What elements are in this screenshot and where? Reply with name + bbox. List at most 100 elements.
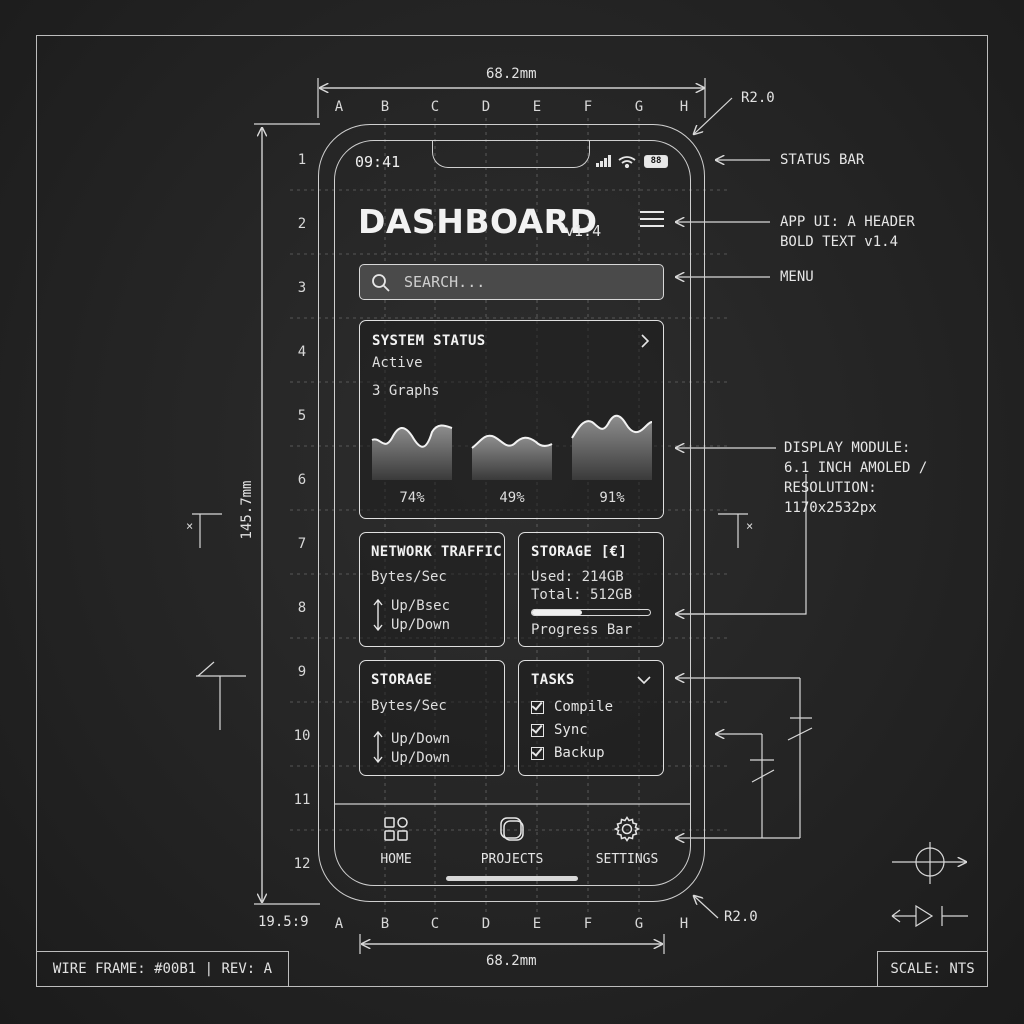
chevron-down-icon[interactable] — [636, 674, 652, 686]
system-status-title: SYSTEM STATUS — [372, 333, 486, 349]
column-label: D — [481, 916, 491, 932]
title-block-frame-label: WIRE FRAME: #00B1 | REV: A — [36, 951, 289, 987]
nav-settings-label: SETTINGS — [595, 852, 659, 867]
column-label: H — [679, 916, 689, 932]
storage-title: STORAGE [€] — [531, 544, 628, 560]
column-label: D — [481, 99, 491, 115]
aspect-ratio-label: 19.5:9 — [258, 914, 309, 930]
search-placeholder: SEARCH... — [404, 273, 486, 291]
projects-icon — [500, 817, 524, 841]
signal-wifi-icons — [596, 155, 636, 168]
page-title: DASHBOARD — [358, 202, 598, 241]
battery-icon: 88 — [644, 155, 668, 168]
column-label: A — [334, 99, 344, 115]
column-label: H — [679, 99, 689, 115]
network-traffic-title: NETWORK TRAFFIC — [371, 544, 502, 560]
wifi-icon — [618, 156, 636, 168]
version-label: v1.4 — [565, 222, 602, 240]
search-input[interactable]: SEARCH... — [359, 264, 664, 300]
up-down-arrow-icon — [373, 730, 383, 764]
height-dimension: 145.7mm — [239, 480, 255, 540]
checkbox-checked-icon[interactable] — [531, 746, 544, 760]
graph-1 — [371, 424, 453, 480]
storage-traffic-title: STORAGE — [371, 672, 433, 688]
system-status-subtitle: 3 Graphs — [372, 383, 440, 399]
drawing-border — [36, 35, 988, 987]
callout-menu: MENU — [780, 269, 814, 285]
column-label: C — [430, 916, 440, 932]
graph-1-value: 74% — [399, 490, 425, 506]
signal-icon — [596, 155, 611, 167]
row-label: 7 — [297, 536, 307, 552]
column-label: F — [583, 916, 593, 932]
callout-header: APP UI: A HEADER BOLD TEXT v1.4 — [780, 214, 915, 250]
phone-notch — [432, 140, 590, 168]
system-status-state: Active — [372, 355, 423, 371]
storage-traffic-unit: Bytes/Sec — [371, 698, 447, 714]
row-label: 12 — [293, 856, 311, 872]
svg-text:×: × — [746, 519, 753, 533]
callout-status-bar: STATUS BAR — [780, 152, 865, 168]
width-dimension-top: 68.2mm — [486, 66, 537, 82]
storage-card[interactable] — [518, 532, 664, 647]
nav-divider — [334, 803, 691, 805]
graph-2-value: 49% — [499, 490, 525, 506]
menu-icon[interactable] — [640, 211, 664, 229]
task-item[interactable]: Sync — [531, 722, 588, 738]
column-label: F — [583, 99, 593, 115]
phone-outline — [318, 124, 705, 902]
row-label: 9 — [297, 664, 307, 680]
tasks-title: TASKS — [531, 672, 575, 688]
svg-text:×: × — [186, 519, 193, 533]
row-label: 2 — [297, 216, 307, 232]
column-label: A — [334, 916, 344, 932]
storage-progress-fill — [532, 610, 582, 615]
network-traffic-card[interactable] — [359, 532, 505, 647]
radius-label-top: R2.0 — [741, 90, 775, 106]
column-label: C — [430, 99, 440, 115]
task-label: Backup — [554, 745, 605, 761]
task-label: Compile — [554, 699, 614, 715]
row-label: 6 — [297, 472, 307, 488]
status-time: 09:41 — [355, 153, 401, 171]
chevron-right-icon[interactable] — [638, 333, 652, 349]
graph-2 — [471, 434, 553, 480]
row-label: 1 — [297, 152, 307, 168]
row-label: 4 — [297, 344, 307, 360]
storage-traffic-line2: Up/Down — [391, 750, 451, 766]
row-label: 3 — [297, 280, 307, 296]
nav-settings[interactable]: SETTINGS — [577, 816, 677, 867]
nav-projects-label: PROJECTS — [480, 852, 544, 867]
storage-used: Used: 214GB — [531, 569, 624, 585]
column-label: B — [380, 99, 390, 115]
home-grid-icon — [384, 817, 408, 841]
nav-home[interactable]: HOME — [346, 816, 446, 867]
checkbox-checked-icon[interactable] — [531, 700, 544, 714]
row-label: 8 — [297, 600, 307, 616]
task-item[interactable]: Backup — [531, 745, 605, 761]
search-icon — [372, 274, 390, 292]
storage-traffic-line1: Up/Down — [391, 731, 451, 747]
nav-projects[interactable]: PROJECTS — [462, 816, 562, 867]
callout-display-module: DISPLAY MODULE: 6.1 INCH AMOLED / RESOLU… — [784, 440, 928, 516]
task-label: Sync — [554, 722, 588, 738]
task-item[interactable]: Compile — [531, 699, 613, 715]
storage-progress-bar — [531, 609, 651, 616]
width-dimension-bottom: 68.2mm — [486, 953, 537, 969]
row-label: 10 — [293, 728, 311, 744]
radius-label-bottom: R2.0 — [724, 909, 758, 925]
row-label: 5 — [297, 408, 307, 424]
home-indicator[interactable] — [446, 876, 578, 882]
column-label: E — [532, 916, 542, 932]
nav-home-label: HOME — [380, 852, 412, 867]
column-label: G — [634, 916, 644, 932]
graph-3-value: 91% — [599, 490, 625, 506]
row-label: 11 — [293, 792, 311, 808]
network-traffic-line1: Up/Bsec — [391, 598, 451, 614]
graph-3 — [571, 414, 653, 480]
storage-total: Total: 512GB — [531, 587, 633, 603]
checkbox-checked-icon[interactable] — [531, 723, 544, 737]
storage-traffic-card[interactable] — [359, 660, 505, 776]
column-label: B — [380, 916, 390, 932]
column-label: E — [532, 99, 542, 115]
